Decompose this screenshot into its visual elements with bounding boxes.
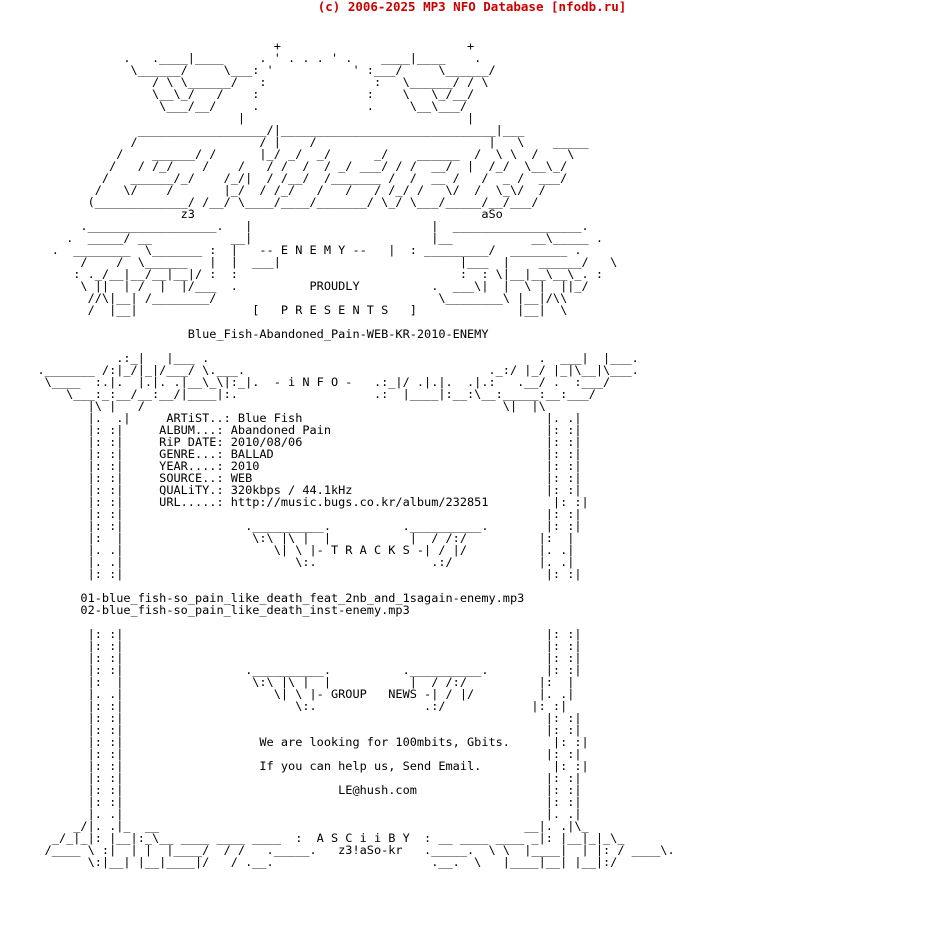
nfo-line: / / | / | \ _____	[16, 135, 589, 149]
nfo-line: Blue_Fish-Abandoned_Pain-WEB-KR-2010-ENE…	[16, 327, 489, 341]
nfo-line: (_____________/ /__/ \____/____/_______/…	[16, 195, 539, 209]
nfo-line: .__________________. | | _______________…	[16, 219, 589, 233]
nfo-line: ._______ /:|_/|_|/___/ \.___. ._:/ |_/ |…	[16, 363, 639, 377]
nfo-line: __________________/|____________________…	[16, 123, 525, 137]
nfo-line: |. .| ARTiST..: Blue Fish |. .|	[16, 411, 582, 425]
nfo-line: 02-blue_fish-so_pain_like_death_inst-ene…	[16, 603, 410, 617]
nfo-line: / |__| [ P R E S E N T S ] |__| \	[16, 303, 568, 317]
nfo-line: //\|__| /________/ \________\ |__|/\\	[16, 291, 568, 305]
nfo-line: | |	[16, 111, 475, 125]
nfo-line: / / \______ | | ___| |___ | ______/ \	[16, 255, 618, 269]
nfo-line: \___/__/ . . \__\___/	[16, 99, 468, 113]
nfo-line: |. .| \| \ |- T R A C K S -| / |/ |. .|	[16, 543, 575, 557]
nfo-line: |: :| We are looking for 100mbits, Gbits…	[16, 735, 589, 749]
nfo-line: \___:_:__/__:__/|____|:. .: |____|:__:\_…	[16, 387, 596, 401]
nfo-line: / \/ / |_/ / /_/ / / / /_/ / \/ / \_\/ /	[16, 183, 546, 197]
nfo-line: |: | \:\ |\ | | | / /:/ |: |	[16, 531, 575, 545]
nfo-line: |: :| |: :|	[16, 627, 582, 641]
nfo-line: .:_| |___ . . ___| |___.	[16, 351, 639, 365]
nfo-line: |: :| |: :|	[16, 639, 582, 653]
nfo-line: . _____/ __ __| |__ __\_____ .	[16, 231, 604, 245]
nfo-line: \ || | / | |/___ . PROUDLY . ___\| | \ |…	[16, 279, 589, 293]
nfo-line: |: :| |: :|	[16, 747, 582, 761]
nfo-line: |. .| \| \ |- GROUP NEWS -| / |/ |. .|	[16, 687, 575, 701]
nfo-ascii-text: + + . .____|____ . ' . . . ' . ____|____…	[16, 28, 675, 869]
nfo-line: \__\_/ / : : \ \_/__/	[16, 87, 475, 101]
nfo-line: / \ \______/ : : \______/ / \	[16, 75, 489, 89]
nfo-line: 01-blue_fish-so_pain_like_death_feat_2nb…	[16, 591, 525, 605]
nfo-line: |: :| GENRE...: BALLAD |: :|	[16, 447, 582, 461]
nfo-line: |: :| |: :|	[16, 651, 582, 665]
nfo-line: |: :| \:. .:/ |: :|	[16, 699, 568, 713]
nfo-line: |: :| |: :|	[16, 795, 582, 809]
nfo-line: |. .| \:. .:/ |. .|	[16, 555, 575, 569]
nfo-line: |: :| QUALiTY.: 320kbps / 44.1kHz |: :|	[16, 483, 582, 497]
nfo-line: _/|. .|_ __ __|. .|\_	[16, 819, 589, 833]
nfo-line: |: :| ALBUM...: Abandoned Pain |: :|	[16, 423, 582, 437]
nfo-line: |: :| .__________. .__________. |: :|	[16, 663, 582, 677]
nfo-line: |: :| |: :|	[16, 711, 582, 725]
nfo-line: . .____|____ . ' . . . ' . ____|____ .	[16, 51, 482, 65]
nfo-line: |: :| LE@hush.com |: :|	[16, 783, 582, 797]
nfo-line: : ._/__|__/__|__|/ : : : : \|__|__\__\_.…	[16, 267, 604, 281]
nfo-line: |: :| If you can help us, Send Email. |:…	[16, 759, 589, 773]
nfo-line: |: :| URL.....: http://music.bugs.co.kr/…	[16, 495, 589, 509]
nfo-line: |: :| RiP DATE: 2010/08/06 |: :|	[16, 435, 582, 449]
nfo-line: z3 aSo	[16, 207, 503, 221]
nfo-line: / ______/_/ /_/| / /__/ /_______ / / __ …	[16, 171, 568, 185]
nfo-line: \______/ \___: ' ' :___/ \______/	[16, 63, 496, 77]
nfo-line: |: :| YEAR....: 2010 |: :|	[16, 459, 582, 473]
nfo-line: |\ | / \| |\	[16, 399, 546, 413]
nfo-line: . ________ \_______ : | -- E N E M Y -- …	[16, 243, 582, 257]
nfo-line: \____ :.|. |.|. .|__\_\|:_|. - i N F O -…	[16, 375, 611, 389]
nfo-line: _/_|_|: |__|:_\__ ____ ____ ____ : A S C…	[16, 831, 625, 845]
copyright-header: (c) 2006-2025 MP3 NFO Database [nfodb.ru…	[317, 0, 627, 14]
nfo-line: /____ \ :| | | |____/ / / ._____. z3!aSo…	[16, 843, 675, 857]
nfo-line: |: :| |: :|	[16, 723, 582, 737]
nfo-line: |: :| SOURCE..: WEB |: :|	[16, 471, 582, 485]
nfo-line: |: :| |: :|	[16, 507, 582, 521]
nfo-line: |: | \:\ |\ | | | / /:/ |: |	[16, 675, 575, 689]
nfo-line: / / /_/ / / / / / / _/ ___/ / / __/ | /_…	[16, 159, 568, 173]
nfo-line: |: :| |: :|	[16, 567, 582, 581]
nfo-line: |: :| |: :|	[16, 771, 582, 785]
nfo-line: \:|__| |__|____|/ / .__. .__. \ |____|__…	[16, 855, 618, 869]
nfo-line: / ______/ / |_/ _/ _/ _/ ______ / \ \ / …	[16, 147, 575, 161]
nfo-line: |. .| |. .|	[16, 807, 582, 821]
nfo-line: |: :| .__________. .__________. |: :|	[16, 519, 582, 533]
nfo-line: + +	[16, 39, 475, 53]
